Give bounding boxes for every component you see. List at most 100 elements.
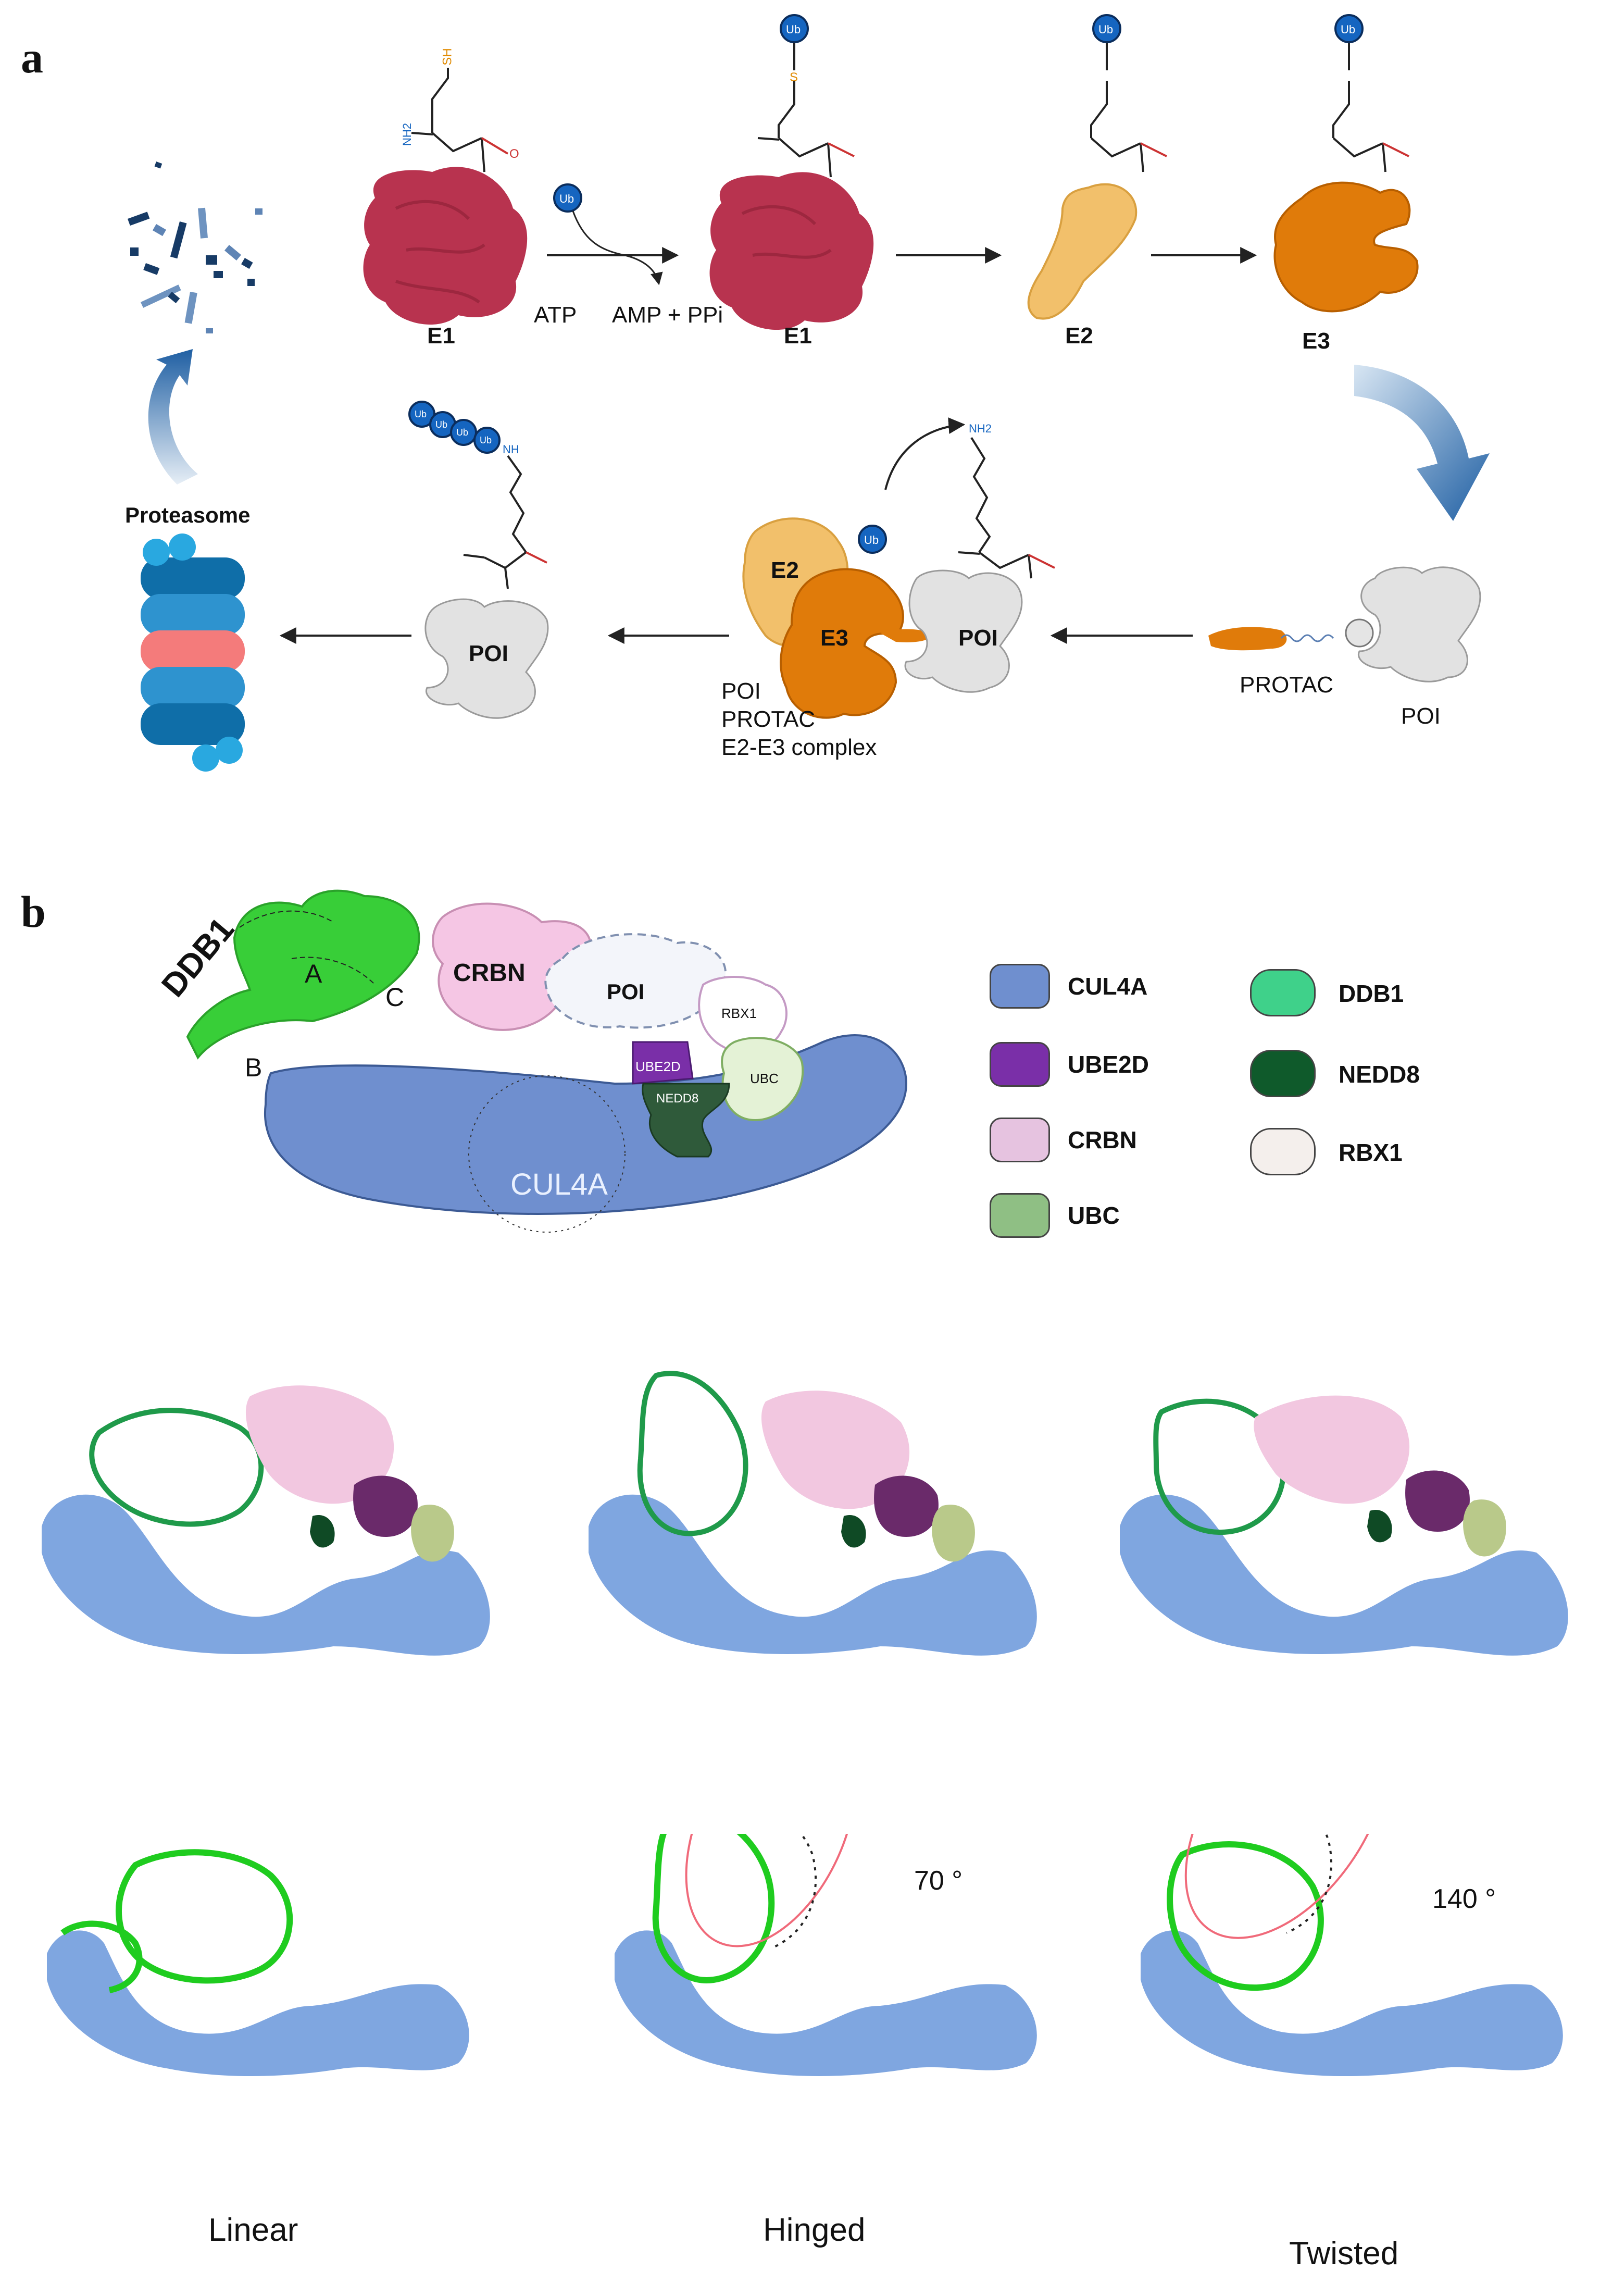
legend-swatch-rbx1 — [1250, 1128, 1316, 1175]
e1-label: E1 — [427, 323, 455, 349]
complex-structures-row — [42, 1371, 1568, 1656]
ternary-poi-shape — [904, 569, 1023, 693]
legend-label-crbn: CRBN — [1068, 1126, 1137, 1153]
ternary-e2-label: E2 — [771, 557, 799, 583]
cul4a-rotation-circle — [468, 1075, 626, 1233]
twisted-angle-label: 140 ° — [1432, 1884, 1496, 1914]
degradation-arrow-icon — [148, 349, 198, 485]
e1-enzyme-shape — [363, 167, 528, 325]
e2-enzyme-shape — [1027, 183, 1138, 320]
protac-ligand — [1345, 618, 1374, 648]
caption-twisted: Twisted — [1289, 2236, 1399, 2272]
ub-ternary-label: Ub — [864, 533, 879, 547]
complex-linear — [42, 1385, 490, 1656]
transfer-arrow-icon — [1354, 365, 1490, 521]
poly-poi-label: POI — [469, 641, 508, 666]
ddb1-conformations-row — [47, 1834, 1563, 2076]
poi-schematic-label: POI — [607, 979, 645, 1004]
legend-label-ube2d: UBE2D — [1068, 1051, 1149, 1078]
legend-label-ubc: UBC — [1068, 1202, 1120, 1229]
conformation-hinged — [615, 1834, 1037, 2076]
ub-free-icon — [553, 183, 582, 213]
rbx1-shape — [698, 976, 788, 1053]
caption-hinged: Hinged — [763, 2212, 866, 2248]
polyubiquitin-chain — [408, 401, 501, 454]
legend: CUL4A UBE2D CRBN UBC DDB1 NEDD8 RBX1 — [990, 964, 1562, 1245]
poi-free-label: POI — [1401, 703, 1441, 729]
ddb1-domain-a: A — [305, 959, 322, 988]
legend-label-cul4a: CUL4A — [1068, 973, 1148, 1000]
legend-swatch-ubc — [990, 1193, 1050, 1238]
nedd8-label: NEDD8 — [656, 1091, 699, 1106]
ub-e1-label: Ub — [786, 23, 801, 36]
atom-o-e1: O — [509, 147, 519, 161]
poi-free-shape — [1357, 566, 1481, 682]
hinged-rotation-ellipse — [685, 1834, 857, 1947]
legend-label-nedd8: NEDD8 — [1339, 1061, 1420, 1088]
ube2d-shape — [632, 1041, 694, 1085]
ddb1-domain-b: B — [245, 1053, 262, 1082]
ternary-caption-line-1: POI — [721, 678, 761, 704]
ternary-caption-line-3: E2-E3 complex — [721, 735, 877, 760]
legend-swatch-cul4a — [990, 964, 1050, 1009]
legend-swatch-ddb1 — [1250, 969, 1316, 1016]
ternary-poi-label: POI — [958, 625, 998, 651]
polyub-label-2: Ub — [435, 419, 448, 430]
ube2d-label: UBE2D — [635, 1059, 681, 1074]
e1-thioester-enzyme-shape — [709, 172, 874, 330]
ub-e2-label: Ub — [1098, 23, 1114, 36]
protac-label: PROTAC — [1240, 672, 1334, 698]
ternary-caption: POI PROTAC E2-E3 complex — [721, 677, 877, 762]
atom-nh2-e1: NH2 — [401, 122, 414, 146]
legend-label-ddb1: DDB1 — [1339, 980, 1404, 1007]
panel-b-letter: b — [21, 887, 46, 937]
conformation-twisted — [1141, 1834, 1563, 2076]
atom-nh2-lys: NH2 — [969, 422, 992, 435]
panel-a-letter: a — [21, 32, 43, 82]
e3-enzyme-shape — [1273, 181, 1419, 313]
legend-swatch-crbn — [990, 1118, 1050, 1162]
crbn-label: CRBN — [453, 959, 526, 987]
protac-linker — [1280, 634, 1334, 642]
atp-label: ATP — [534, 302, 577, 328]
polyub-label-4: Ub — [480, 435, 492, 445]
proteasome-icon — [141, 533, 245, 772]
ternary-e3-label: E3 — [820, 625, 848, 651]
protac-warhead-shape — [1208, 627, 1287, 651]
ubc-shape — [721, 1037, 804, 1122]
hinged-angle-label: 70 ° — [914, 1866, 963, 1896]
ub-e3-label: Ub — [1341, 23, 1356, 36]
panel-a-diagram — [128, 14, 1490, 772]
rbx1-label: RBX1 — [721, 1006, 757, 1021]
ubc-label: UBC — [750, 1071, 779, 1086]
atom-nh-lys: NH — [503, 443, 519, 456]
conformation-linear — [47, 1849, 469, 2076]
e3-label: E3 — [1302, 328, 1330, 354]
legend-swatch-nedd8 — [1250, 1050, 1316, 1097]
caption-linear: Linear — [208, 2212, 298, 2248]
complex-hinged — [589, 1371, 1037, 1656]
ternary-e3-shape — [780, 568, 904, 719]
poly-poi-shape — [424, 598, 549, 719]
polyub-label-3: Ub — [456, 427, 469, 438]
atom-sh: SH — [440, 48, 455, 66]
ternary-caption-line-2: PROTAC — [721, 706, 816, 732]
proteasome-label: Proteasome — [125, 503, 251, 527]
e1-thioester-label: E1 — [784, 323, 812, 349]
complex-twisted — [1120, 1395, 1568, 1656]
e2-label: E2 — [1065, 323, 1093, 349]
ddb1-shape — [186, 889, 420, 1060]
degraded-peptides-icon — [128, 162, 262, 333]
e1-cysteine-structure — [411, 68, 509, 172]
legend-swatch-ube2d — [990, 1042, 1050, 1087]
legend-label-rbx1: RBX1 — [1339, 1139, 1403, 1166]
ternary-ub-icon — [858, 525, 887, 554]
twisted-rotation-ellipse — [1184, 1834, 1389, 1939]
ub-free-label: Ub — [559, 192, 574, 205]
panel-b-schematic — [186, 889, 908, 1233]
ddb1-domain-c: C — [385, 983, 405, 1012]
polyub-label-1: Ub — [415, 409, 427, 419]
cul4a-label: CUL4A — [510, 1168, 608, 1201]
atom-s-e1: S — [790, 70, 798, 84]
nedd8-shape — [642, 1083, 730, 1158]
